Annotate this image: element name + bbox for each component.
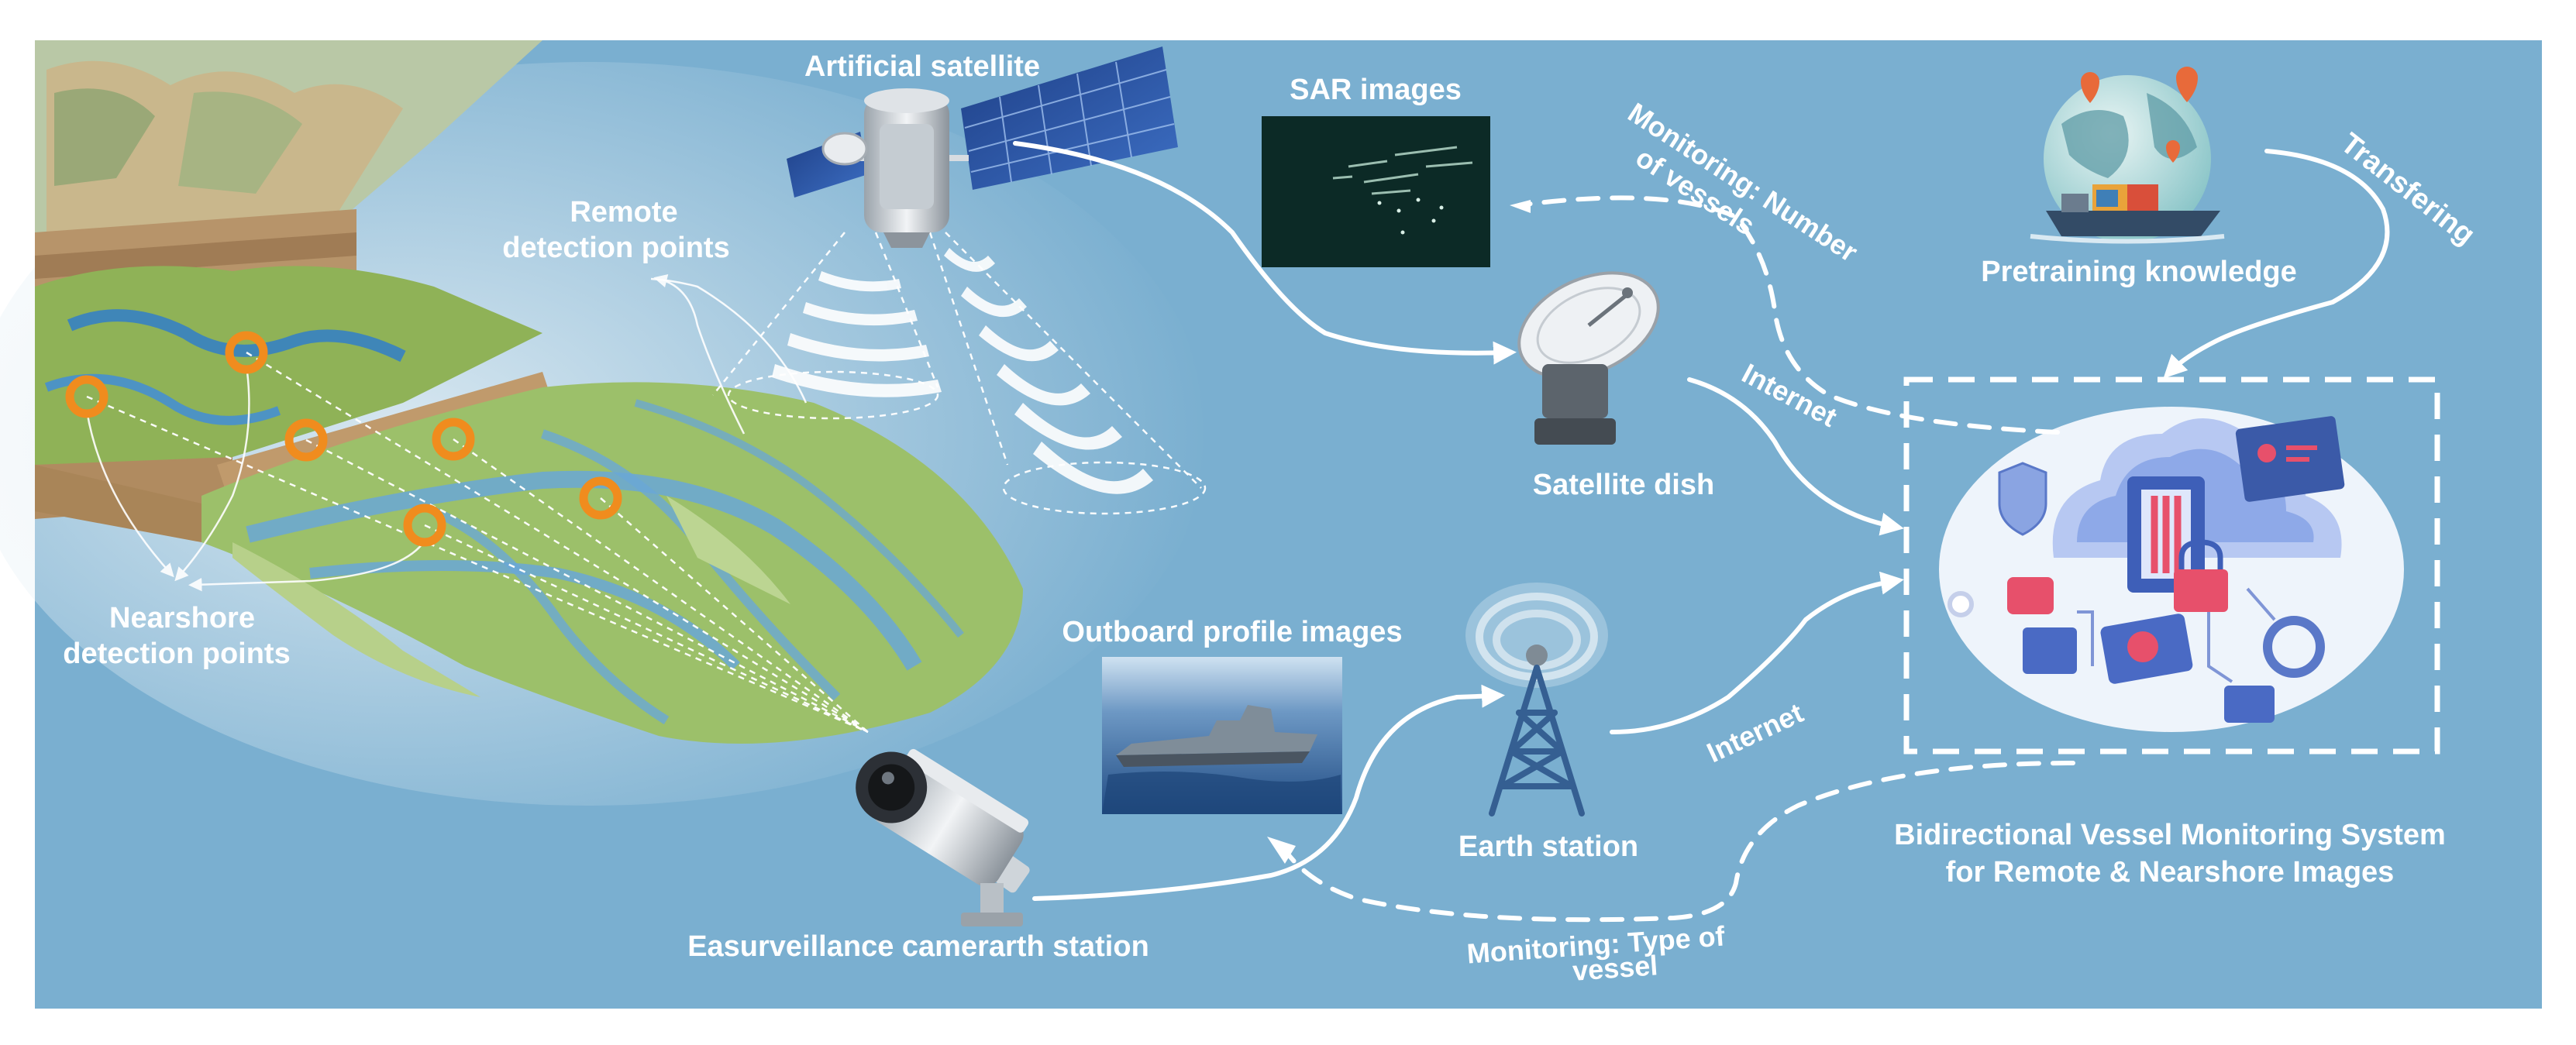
label-monitoring-type-line2: vessel — [1572, 949, 1659, 987]
coastal-landscape — [0, 40, 1209, 806]
label-system-line2: for Remote & Nearshore Images — [1946, 856, 2395, 889]
globe-ship-icon — [2030, 67, 2225, 244]
label-remote-line2: detection points — [502, 232, 729, 264]
detection-connectors — [85, 232, 1207, 734]
data-flows — [1013, 141, 2390, 923]
label-nearshore-line2: detection points — [63, 638, 290, 670]
label-satellite-dish: Satellite dish — [1533, 469, 1714, 501]
label-remote-line1: Remote — [570, 196, 677, 229]
detection-points — [65, 331, 622, 547]
label-pretraining-knowledge: Pretraining knowledge — [1981, 256, 2297, 288]
sar-image — [1262, 116, 1490, 267]
radio-tower-icon — [1465, 583, 1608, 816]
satellite-signal-waves — [772, 248, 1153, 494]
label-camera: Easurveillance camerarth station — [687, 930, 1149, 963]
label-nearshore-line1: Nearshore — [109, 602, 255, 634]
label-earth-station: Earth station — [1458, 830, 1638, 863]
surveillance-camera-icon — [856, 748, 1030, 926]
label-sar-images: SAR images — [1290, 74, 1462, 106]
monitoring-system-box — [1903, 376, 2440, 755]
satellite-dish-icon — [1517, 271, 1660, 445]
outboard-profile-image — [1102, 657, 1342, 814]
label-artificial-satellite: Artificial satellite — [804, 50, 1040, 83]
label-system-line1: Bidirectional Vessel Monitoring System — [1894, 819, 2446, 851]
label-outboard-profile-images: Outboard profile images — [1062, 616, 1402, 648]
cloud-security-icon — [1939, 407, 2404, 732]
satellite-icon — [787, 46, 1178, 248]
